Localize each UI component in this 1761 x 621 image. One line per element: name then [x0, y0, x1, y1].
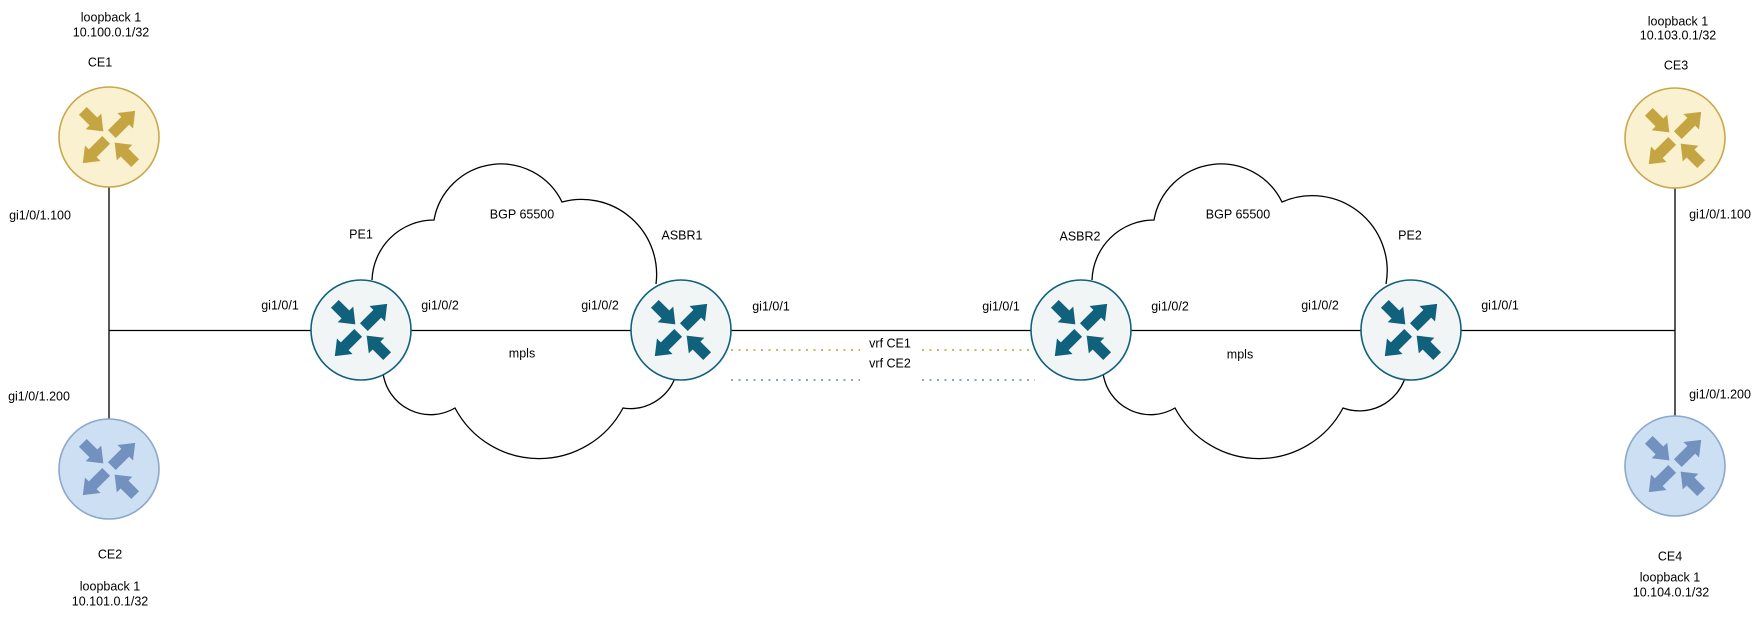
ce3-interface-label: gi1/0/1.100 [1689, 207, 1751, 222]
vrf-ce2-label: vrf CE2 [869, 356, 911, 371]
asbr1-west-interface-label: gi1/0/2 [581, 298, 619, 313]
bgp-cloud-left [371, 163, 676, 460]
ce4-name-label: CE4 [1657, 549, 1683, 564]
router-node-ce4 [1625, 416, 1725, 516]
ce2-interface-label: gi1/0/1.200 [8, 389, 70, 404]
pe2-name-label: PE2 [1398, 228, 1422, 243]
pe1-name-label: PE1 [349, 227, 373, 242]
cloud-right-bottom-edge [1102, 372, 1406, 460]
ce2-loopback-label: loopback 1 [79, 579, 141, 594]
asbr1-name-label: ASBR1 [661, 228, 703, 243]
bgp-cloud-right-label: BGP 65500 [1205, 207, 1271, 222]
pe1-west-interface-label: gi1/0/1 [261, 298, 299, 313]
ce2-name-label: CE2 [97, 547, 123, 562]
ce4-loopback-label: loopback 1 [1639, 570, 1701, 585]
ce3-loopback-label: loopback 1 [1647, 14, 1709, 29]
ce1-loopback-label: loopback 1 [80, 10, 142, 25]
asbr2-east-interface-label: gi1/0/2 [1151, 299, 1189, 314]
ce4-interface-label: gi1/0/1.200 [1689, 387, 1751, 402]
router-node-ce2 [59, 419, 159, 519]
bgp-cloud-right [1091, 163, 1406, 460]
router-node-ce3 [1625, 88, 1725, 188]
ce1-name-label: CE1 [87, 55, 113, 70]
router-node-asbr1 [631, 280, 731, 380]
asbr2-west-interface-label: gi1/0/1 [982, 299, 1020, 314]
pe2-west-interface-label: gi1/0/2 [1301, 298, 1339, 313]
ce4-loopback-ip: 10.104.0.1/32 [1632, 585, 1710, 600]
ce2-loopback-ip: 10.101.0.1/32 [71, 594, 149, 609]
cloud-left-top-edge [371, 163, 658, 285]
cloud-left-bottom-edge [382, 372, 676, 460]
ce3-name-label: CE3 [1663, 58, 1689, 73]
asbr2-name-label: ASBR2 [1059, 229, 1101, 244]
vrf-ce1-label: vrf CE1 [869, 336, 911, 351]
mpls-right-label: mpls [1226, 347, 1254, 362]
ce3-loopback-ip: 10.103.0.1/32 [1639, 28, 1717, 43]
router-node-pe1 [311, 280, 411, 380]
router-node-pe2 [1361, 280, 1461, 380]
cloud-right-top-edge [1091, 163, 1388, 285]
ce1-loopback-ip: 10.100.0.1/32 [72, 25, 150, 40]
router-node-asbr2 [1031, 280, 1131, 380]
ce1-interface-label: gi1/0/1.100 [9, 208, 71, 223]
pe1-east-interface-label: gi1/0/2 [421, 298, 459, 313]
pe2-east-interface-label: gi1/0/1 [1481, 298, 1519, 313]
bgp-cloud-left-label: BGP 65500 [489, 207, 555, 222]
asbr1-east-interface-label: gi1/0/1 [752, 299, 790, 314]
router-node-ce1 [59, 87, 159, 187]
mpls-left-label: mpls [508, 346, 536, 361]
